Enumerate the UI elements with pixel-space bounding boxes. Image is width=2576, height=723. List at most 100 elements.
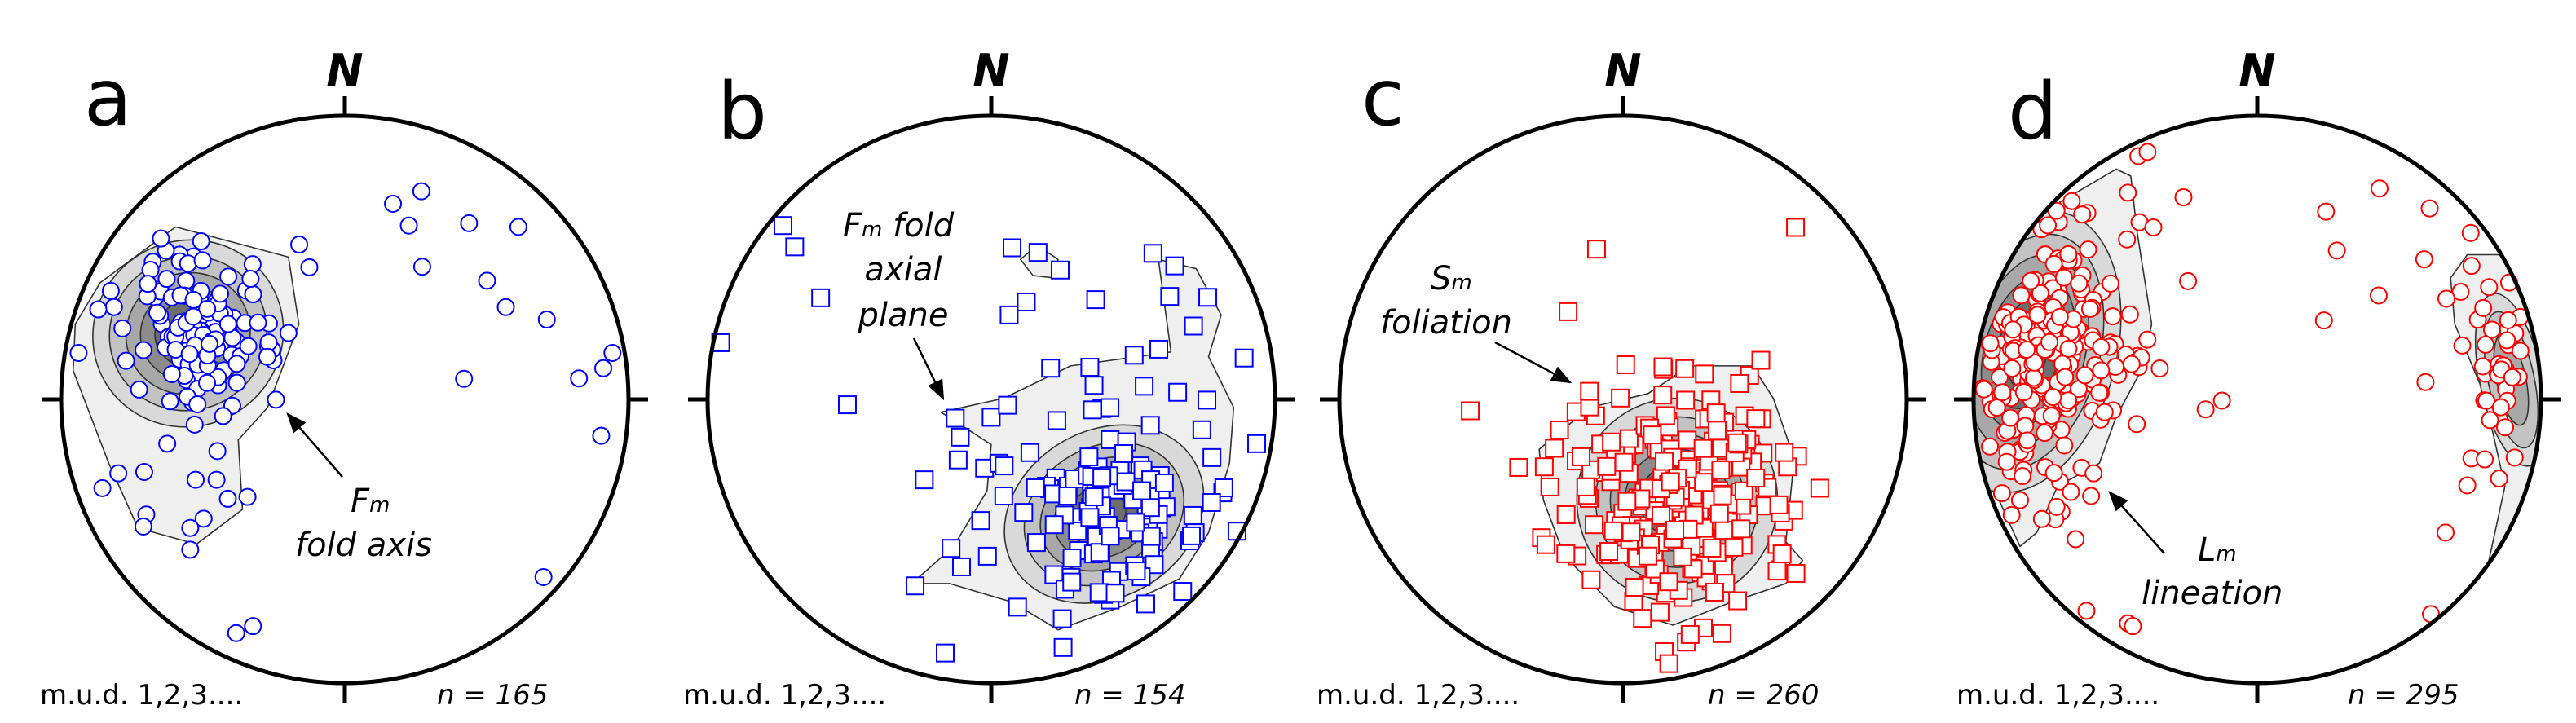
data-point: [1751, 350, 1771, 370]
data-point: [2314, 311, 2333, 330]
data-point: [603, 343, 622, 362]
data-point: [995, 456, 1014, 476]
data-point: [2073, 205, 2092, 224]
data-points: [69, 182, 622, 642]
data-point: [2054, 268, 2073, 287]
data-point: [2476, 335, 2494, 354]
data-point: [1724, 537, 1744, 557]
data-point: [1550, 421, 1569, 440]
data-point: [2369, 286, 2388, 305]
data-point: [1086, 290, 1105, 310]
data-point: [994, 487, 1013, 506]
data-point: [2022, 271, 2040, 290]
data-point: [1202, 447, 1222, 467]
data-point: [2025, 353, 2044, 372]
data-point: [179, 254, 197, 273]
data-point: [2044, 464, 2063, 483]
data-point: [194, 509, 213, 528]
mud-label: m.u.d. 1,2,3....: [40, 679, 243, 712]
data-point: [1461, 401, 1480, 421]
data-point: [1706, 403, 1726, 423]
data-point: [2055, 436, 2074, 455]
data-point: [2370, 179, 2389, 198]
annotation-symbol: Lm: [2198, 531, 2237, 569]
annotation-arrow: [2108, 491, 2165, 554]
data-point: [2039, 216, 2058, 235]
north-label: N: [1604, 45, 1641, 96]
data-point: [218, 489, 237, 508]
data-point: [774, 216, 793, 236]
data-point: [1132, 481, 1152, 500]
data-point: [2437, 523, 2455, 542]
data-point: [570, 369, 589, 388]
data-point: [594, 359, 612, 377]
data-point: [2059, 245, 2078, 263]
data-points: [711, 216, 1267, 663]
data-point: [537, 311, 556, 329]
data-point: [1981, 437, 2000, 456]
data-point: [1614, 452, 1634, 472]
data-point: [2059, 339, 2078, 358]
data-point: [2070, 274, 2089, 293]
north-label: N: [2239, 45, 2275, 96]
data-point: [1746, 468, 1766, 487]
sample-count: n = 154: [1074, 679, 1186, 712]
data-point: [2077, 602, 2096, 620]
data-point: [412, 258, 431, 276]
data-point: [244, 617, 262, 636]
data-point: [2458, 476, 2477, 495]
data-point: [2012, 286, 2031, 305]
data-point: [2044, 254, 2063, 273]
annotation-text: plane: [858, 297, 949, 334]
panel-letter: b: [717, 66, 767, 157]
data-point: [2453, 336, 2472, 355]
data-point: [1638, 546, 1657, 566]
data-point: [2473, 357, 2492, 376]
data-point: [1101, 527, 1120, 546]
data-point: [948, 450, 968, 470]
data-point: [1183, 505, 1202, 525]
data-point: [89, 300, 108, 319]
data-points: [1461, 218, 1829, 673]
data-point: [1676, 390, 1696, 410]
data-point: [1044, 515, 1064, 535]
data-point: [187, 470, 205, 489]
data-point: [1728, 591, 1748, 611]
sample-count: n = 165: [437, 679, 549, 712]
data-point: [2002, 505, 2021, 524]
data-point: [139, 275, 157, 293]
data-point: [1141, 527, 1161, 546]
north-label: N: [326, 45, 363, 96]
data-point: [455, 369, 474, 388]
stereonet-a: [42, 96, 648, 703]
data-point: [1047, 411, 1066, 430]
data-point: [971, 511, 990, 531]
data-point: [2047, 201, 2066, 220]
data-point: [1020, 443, 1039, 462]
data-point: [69, 343, 88, 362]
data-point: [2047, 497, 2066, 516]
data-point: [2124, 617, 2142, 636]
data-point: [1140, 416, 1160, 435]
data-point: [1154, 473, 1174, 492]
annotation-text: foliation: [1380, 304, 1512, 342]
data-point: [2082, 487, 2101, 505]
data-point: [2001, 408, 2020, 427]
data-point: [1653, 386, 1673, 405]
data-point: [1058, 487, 1078, 506]
data-point: [1079, 447, 1099, 467]
data-point: [1540, 477, 1559, 496]
data-point: [1234, 348, 1254, 368]
data-point: [2018, 340, 2036, 359]
annotation-text: fold axis: [295, 527, 432, 564]
data-point: [1136, 594, 1156, 614]
data-point: [1080, 358, 1100, 377]
data-point: [1149, 339, 1169, 359]
data-point: [1653, 357, 1673, 377]
stereonet-c: [1320, 96, 1926, 703]
data-point: [2084, 464, 2103, 483]
data-point: [1127, 562, 1146, 581]
data-point: [2095, 403, 2114, 421]
data-point: [2092, 361, 2111, 380]
annotation-symbol: Fm: [351, 483, 390, 520]
